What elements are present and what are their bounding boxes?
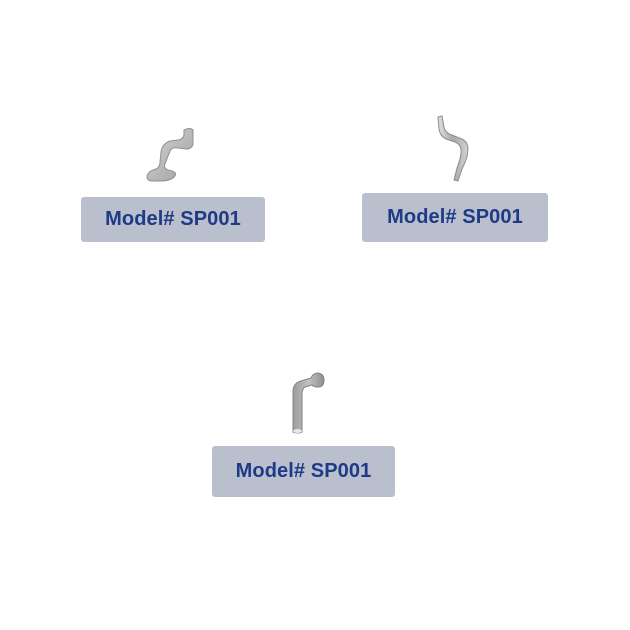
model-label-3: Model# SP001 (212, 446, 395, 497)
angled-rod-image (437, 115, 469, 182)
model-label-2: Model# SP001 (362, 193, 548, 242)
z-bent-bracket-image (146, 128, 194, 182)
model-label-1: Model# SP001 (81, 197, 265, 242)
l-bent-rod-image (292, 372, 325, 434)
